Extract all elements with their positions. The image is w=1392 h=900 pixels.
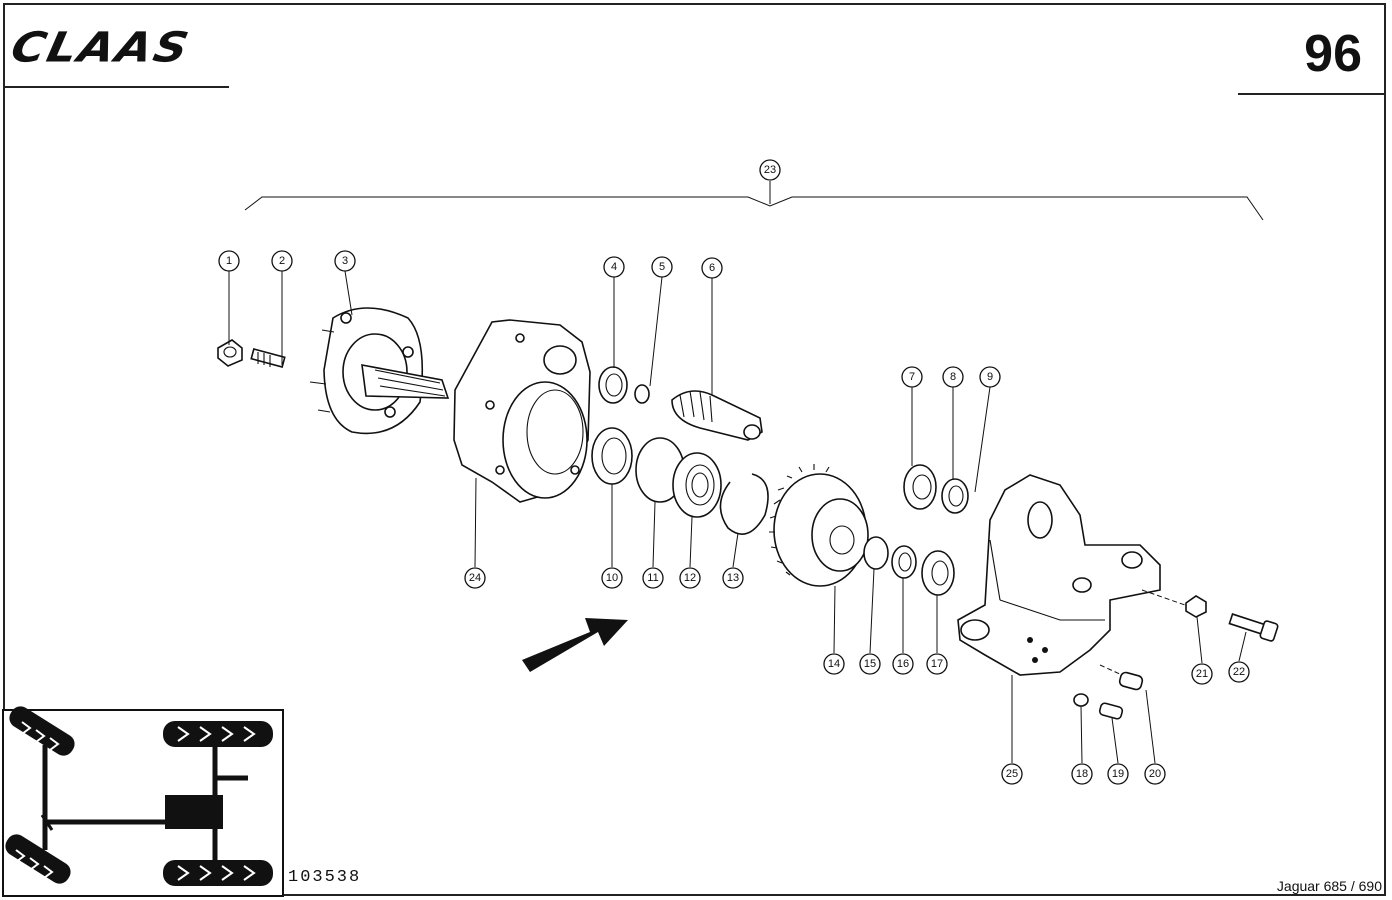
part-17-bearing [921,550,955,596]
svg-text:11: 11 [647,572,658,584]
svg-text:15: 15 [864,658,876,670]
svg-text:18: 18 [1076,768,1088,780]
svg-text:23: 23 [764,164,776,176]
part-24-housing [453,319,591,503]
callout-19: 19 [1107,763,1129,785]
svg-text:13: 13 [727,572,739,584]
part-21-nut [1185,595,1207,618]
part-12-bearing [672,452,722,518]
svg-text:22: 22 [1233,666,1245,678]
svg-text:2: 2 [279,255,285,267]
callout-21: 21 [1191,663,1213,685]
svg-text:9: 9 [987,371,993,383]
svg-text:1: 1 [226,255,232,267]
callout-6: 6 [701,257,723,279]
model-label: Jaguar 685 / 690 [1276,878,1382,894]
callout-11: 11 [642,567,664,589]
logo-underline [3,86,229,88]
svg-text:17: 17 [931,658,943,670]
callout-8: 8 [942,366,964,388]
callout-18: 18 [1071,763,1093,785]
page-number: 96 [1304,25,1362,83]
part-25-bracket [957,474,1161,676]
svg-text:16: 16 [897,658,909,670]
callout-2: 2 [271,250,293,272]
callout-14: 14 [823,653,845,675]
svg-text:6: 6 [709,262,715,274]
part-3-flange-shaft [309,307,450,435]
callout-22: 22 [1228,661,1250,683]
part-5-ring [634,384,650,404]
svg-text:3: 3 [342,255,348,267]
rear-right-track-icon [163,860,273,886]
part-2-stud [250,348,286,368]
svg-text:4: 4 [611,261,617,273]
callout-7: 7 [901,366,923,388]
callout-9: 9 [979,366,1001,388]
part-14-gear [769,464,869,587]
svg-text:24: 24 [469,572,481,584]
part-13-circlip [719,473,769,535]
callout-5: 5 [651,256,673,278]
part-19-screw [1098,702,1124,720]
svg-text:19: 19 [1112,768,1124,780]
rear-left-track-icon [5,834,71,884]
part-4-bearing [598,366,628,404]
callout-4: 4 [603,256,625,278]
callout-1: 1 [218,250,240,272]
svg-text:10: 10 [606,572,618,584]
callout-10: 10 [601,567,623,589]
page-frame [3,3,1386,896]
callout-3: 3 [334,250,356,272]
front-right-track-icon [163,721,273,747]
callout-13: 13 [722,567,744,589]
part-7-bearing [903,464,937,510]
svg-text:7: 7 [909,371,915,383]
callout-12: 12 [679,567,701,589]
part-18-washer [1073,693,1089,707]
svg-text:21: 21 [1196,668,1208,680]
svg-text:20: 20 [1149,768,1161,780]
callout-20: 20 [1144,763,1166,785]
svg-text:8: 8 [950,371,956,383]
machine-location-diagram [2,706,284,897]
callout-17: 17 [926,653,948,675]
callout-23: 23 [759,159,781,181]
part-8-ring [941,478,969,514]
callout-16: 16 [892,653,914,675]
part-1-nut [217,339,243,367]
document-number: 103538 [288,868,362,887]
front-left-track-icon [9,706,75,756]
assembly-bracket [244,196,1264,221]
part-15-washer [863,536,889,570]
direction-arrow-icon [522,618,628,672]
svg-text:12: 12 [684,572,696,584]
callout-24: 24 [464,567,486,589]
svg-text:25: 25 [1006,768,1018,780]
callout-25: 25 [1001,763,1023,785]
gearbox-highlight-icon [165,795,223,829]
leader-lines [228,270,1247,764]
part-22-bolt [1228,613,1279,642]
part-16-ring [891,545,917,579]
svg-text:14: 14 [828,658,840,670]
page-number-underline [1238,93,1386,95]
callout-15: 15 [859,653,881,675]
part-20-screw [1118,671,1144,691]
part-6-pinion-shaft [671,390,763,441]
svg-text:5: 5 [659,261,665,273]
part-10-seal [591,427,633,485]
